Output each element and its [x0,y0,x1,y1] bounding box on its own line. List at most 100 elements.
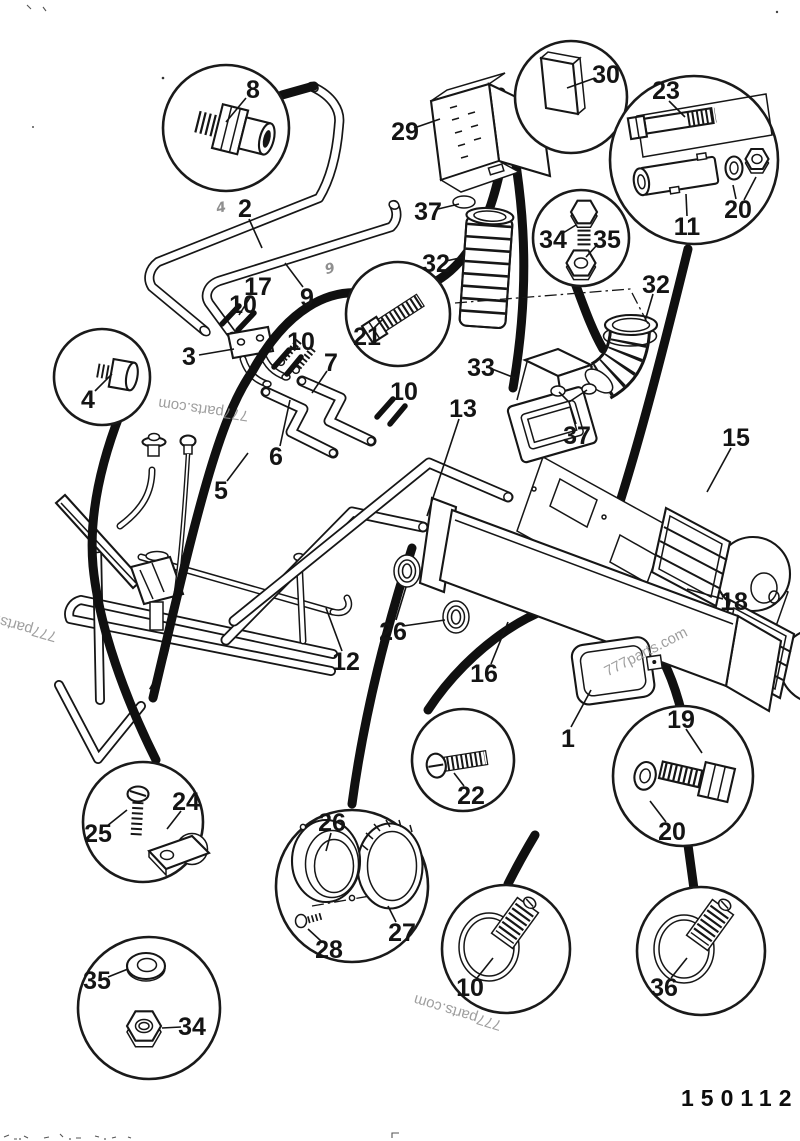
detail-washer-35-nut-34 [125,951,167,1048]
leader-line [166,810,182,830]
leader-line [106,809,128,827]
leader-line [373,318,384,329]
part-number-label: 10 [390,378,418,406]
clamp-position-mark [219,303,242,327]
hose-ring-37 [550,385,566,397]
formed-hoses [262,377,374,456]
part-number-label: 5 [214,477,228,505]
part-callout-26: 26 [379,586,446,646]
part-number-label: 12 [332,648,360,676]
part-callout-24: 24 [166,788,200,830]
leader-line [311,370,328,394]
leader-line [279,399,291,447]
part-callout-30: 30 [566,61,620,89]
part-number-label: 15 [722,424,750,452]
part-callout-22: 22 [453,772,485,810]
part-callout-2: 2 [238,195,263,249]
part-number-label: 3 [182,343,196,371]
part-callout-35: 35 [83,967,129,995]
part-number-label: 24 [172,788,200,816]
clamp-position-mark [284,354,304,377]
heater-valve-and-cable [54,432,197,691]
part-callout-32: 32 [642,271,670,322]
leader-line [649,800,667,823]
clamp-position-mark [235,310,257,333]
leader-line [445,256,465,262]
part-number-label: 7 [324,349,338,377]
bellows-hose [458,206,515,330]
part-callout-15: 15 [706,424,750,493]
part-callout-6: 6 [269,399,291,471]
part-number-label: 11 [674,213,701,241]
part-number-label: 25 [84,820,112,848]
part-number-label: 33 [467,354,495,382]
part-callout-7: 7 [311,349,338,394]
leader-line [568,389,588,403]
part-number-label: 29 [391,118,419,146]
leader-line [743,176,757,201]
part-callout-35: 35 [585,226,621,258]
detail-plate-30 [539,51,586,116]
leader-line [325,832,332,852]
part-number-label: 32 [642,271,670,299]
part-callout-21: 21 [353,318,384,351]
part-number-label: 1 [561,725,575,753]
part-callout-25: 25 [84,809,128,848]
part-number-label: 26 [318,809,346,837]
stray-pencil-mark: 4 [214,199,228,217]
leader-line [644,293,654,322]
washer-20 [724,155,744,181]
leader-line [161,1026,182,1029]
leader-line [566,77,596,89]
part-number-label: 37 [563,422,591,450]
part-callout-23: 23 [652,77,686,118]
leader-line [395,586,407,621]
leader-line [437,203,460,210]
leader-line [325,607,343,652]
scan-noise [3,4,779,1140]
part-callout-32: 32 [422,250,465,278]
drawing-number: 150112 [681,1085,798,1111]
leader-line [248,218,263,249]
watermark: 777parts.com [0,604,59,645]
part-callout-1: 1 [561,689,592,753]
part-number-label: 13 [449,395,477,423]
part-number-label: 18 [720,588,748,616]
part-callout-33: 33 [467,354,516,382]
part-callout-8: 8 [225,76,260,123]
part-callout-13: 13 [426,395,477,517]
part-callout-10: 10 [390,378,418,406]
part-callout-18: 18 [686,588,748,616]
leader-line [670,957,688,979]
part-callout-4: 4 [81,373,113,414]
leader-line [685,728,703,754]
leader-line [570,689,592,728]
part-callout-10: 10 [287,328,315,356]
part-callout-20: 20 [724,176,757,224]
stray-pencil-mark: 9 [323,260,337,278]
leader-line [413,118,441,129]
part-number-label: 35 [593,226,621,254]
leader-line [387,905,397,923]
clamp-position-mark [271,347,292,370]
leader-line [585,244,598,258]
part-callout-5: 5 [214,452,249,505]
part-callout-27: 27 [387,905,416,947]
part-callout-34: 34 [161,1013,206,1041]
part-callout-36: 36 [650,957,688,1002]
part-callout-26: 26 [318,809,346,852]
mounting-frame [59,546,349,760]
detail-flanges-26-27-screw-28 [290,818,424,929]
detail-screw-22 [425,750,489,779]
part-callout-12: 12 [325,607,360,676]
part-number-label: 19 [667,706,695,734]
part-callout-20: 20 [649,800,686,846]
alignment-line [454,288,649,325]
part-number-label: 34 [178,1013,206,1041]
part-callout-16: 16 [470,621,509,688]
part-number-label: 17 [244,273,272,301]
part-callout-28: 28 [307,928,343,964]
part-number-label: 36 [650,974,678,1002]
nut-20 [744,147,770,174]
